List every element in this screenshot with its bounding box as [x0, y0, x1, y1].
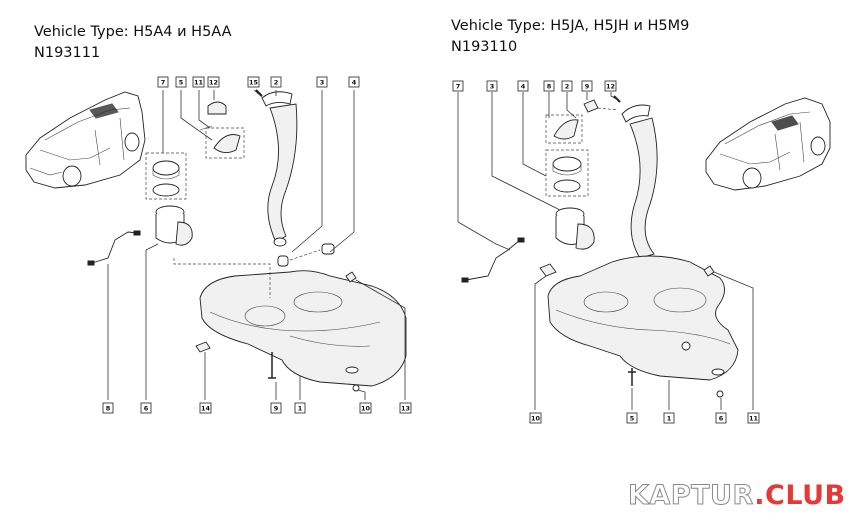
callout-right-top-7: 7: [452, 80, 464, 92]
svg-text:5: 5: [630, 415, 635, 423]
callout-left-top-4: 4: [348, 76, 360, 88]
svg-text:6: 6: [144, 405, 149, 413]
svg-text:2: 2: [274, 79, 279, 87]
callout-right-top-4: 4: [517, 80, 529, 92]
left-filler-flap: [213, 134, 241, 153]
left-lock-ring-group: [145, 152, 187, 200]
left-fuel-cap: [207, 101, 227, 115]
svg-text:14: 14: [201, 405, 211, 413]
left-part-code: N193111: [34, 45, 101, 61]
left-diagram: 7 5 11 12 15 2 3 4 8 6 14 9 1 10 13: [25, 76, 412, 414]
right-fuel-tank: [547, 255, 739, 381]
svg-text:7: 7: [456, 83, 461, 91]
left-lock-ring: [152, 160, 180, 176]
right-lock-ring: [552, 156, 582, 172]
callout-right-top-9: 9: [581, 80, 593, 92]
svg-text:5: 5: [179, 79, 184, 87]
callout-left-top-2: 2: [270, 76, 282, 88]
callout-left-top-7: 7: [157, 76, 169, 88]
callout-right-bottom-10: 10: [529, 412, 542, 424]
left-fuel-pump-module: [155, 205, 193, 246]
svg-text:9: 9: [274, 405, 279, 413]
left-seal-ring: [152, 183, 180, 197]
svg-text:3: 3: [490, 83, 495, 91]
watermark-brand: KAPTUR: [627, 480, 755, 512]
callout-left-bottom-9: 9: [270, 402, 282, 414]
callout-left-top-12: 12: [207, 76, 220, 88]
callout-left-bottom-6: 6: [140, 402, 152, 414]
left-leader-lines: [107, 89, 406, 400]
callout-right-top-3: 3: [486, 80, 498, 92]
svg-text:2: 2: [565, 83, 570, 91]
left-fuel-tank: [173, 258, 407, 387]
callout-left-bottom-13: 13: [399, 402, 412, 414]
callout-right-top-2: 2: [561, 80, 573, 92]
callout-right-bottom-5: 5: [626, 412, 638, 424]
svg-text:1: 1: [667, 415, 672, 423]
svg-text:6: 6: [719, 415, 724, 423]
svg-text:10: 10: [361, 405, 371, 413]
svg-text:3: 3: [320, 79, 325, 87]
callout-left-bottom-10: 10: [359, 402, 372, 414]
svg-text:15: 15: [249, 79, 259, 87]
right-car-illustration: [705, 97, 831, 191]
kaptur-club-watermark: KAPTUR.CLUB: [627, 480, 846, 512]
svg-text:12: 12: [209, 79, 218, 87]
callout-left-bottom-14: 14: [199, 402, 212, 414]
right-filler-neck: [629, 117, 658, 259]
right-diagram: 7 3 4 8 2 9 12 10 5 1 6 11: [452, 80, 831, 424]
callout-left-bottom-8: 8: [102, 402, 114, 414]
callout-right-bottom-11: 11: [747, 412, 760, 424]
right-lock-ring-group: [545, 149, 589, 197]
callout-left-bottom-1: 1: [294, 402, 306, 414]
svg-text:11: 11: [749, 415, 759, 423]
callout-right-top-8: 8: [543, 80, 555, 92]
right-part-code: N193110: [451, 39, 518, 55]
svg-text:10: 10: [531, 415, 541, 423]
svg-text:8: 8: [106, 405, 111, 413]
callout-right-bottom-6: 6: [715, 412, 727, 424]
right-seal-ring: [553, 179, 581, 193]
callout-right-top-12: 12: [604, 80, 617, 92]
watermark-suffix: .CLUB: [754, 480, 846, 511]
right-leader-lines: [457, 92, 754, 410]
right-filler-flap: [553, 119, 579, 140]
svg-text:9: 9: [585, 83, 590, 91]
right-vehicle-type: Vehicle Type: H5JA, H5JH и H5M9: [451, 18, 690, 34]
callout-left-top-11: 11: [192, 76, 205, 88]
svg-text:11: 11: [194, 79, 204, 87]
callout-right-bottom-1: 1: [663, 412, 675, 424]
callout-left-top-3: 3: [316, 76, 328, 88]
svg-text:7: 7: [161, 79, 166, 87]
svg-text:1: 1: [298, 405, 303, 413]
right-fuel-cap: [583, 99, 599, 113]
left-car-illustration: [25, 91, 146, 189]
svg-text:12: 12: [606, 83, 615, 91]
svg-text:8: 8: [547, 83, 552, 91]
callout-left-top-5: 5: [175, 76, 187, 88]
left-vehicle-type: Vehicle Type: H5A4 и H5AA: [34, 24, 232, 40]
right-fuel-pump-module: [555, 207, 595, 250]
callout-left-top-15: 15: [247, 76, 260, 88]
svg-text:13: 13: [401, 405, 410, 413]
svg-text:4: 4: [521, 83, 526, 91]
left-filler-neck: [267, 103, 298, 243]
svg-text:4: 4: [352, 79, 357, 87]
